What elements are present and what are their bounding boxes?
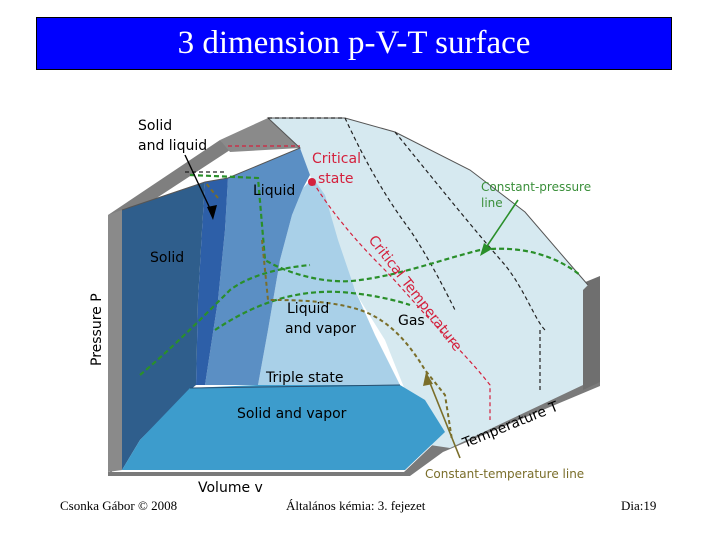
constant-pressure-arrow	[482, 199, 519, 253]
constant-pressure-line-mid	[214, 290, 411, 331]
solid-vapor-region	[122, 385, 445, 470]
critical-temperature-dashed	[312, 181, 491, 420]
label-constant-pressure-2: line	[481, 196, 503, 210]
gas-region	[268, 118, 588, 448]
label-pressure-axis: Pressure P	[89, 293, 105, 366]
constant-temperature-line	[204, 181, 453, 441]
label-gas: Gas	[398, 313, 425, 329]
isotherm-line-1	[344, 117, 456, 311]
bottom-wall	[108, 372, 600, 476]
left-wall	[108, 210, 122, 472]
constant-temperature-arrowhead	[423, 372, 433, 386]
footer-slide-number: Dia:19	[621, 498, 657, 513]
solid-liquid-region	[196, 178, 228, 385]
label-solid: Solid	[150, 250, 184, 266]
label-volume-axis: Volume v	[198, 480, 263, 496]
triple-line	[189, 384, 401, 389]
solid-liquid-arrow	[184, 154, 214, 216]
label-solid-and-vapor: Solid and vapor	[237, 406, 347, 422]
label-solid-and-liquid-2: and liquid	[138, 138, 207, 154]
label-constant-temperature: Constant-temperature line	[425, 467, 584, 481]
constant-pressure-line-lower	[139, 263, 311, 376]
title-bar: 3 dimension p-V-T surface	[36, 17, 672, 70]
isotherm-line-2	[394, 131, 546, 331]
solid-liquid-arrowhead	[207, 205, 217, 220]
label-liquid: Liquid	[253, 183, 295, 199]
label-liquid-and-vapor-2: and vapor	[285, 321, 356, 337]
critical-point	[308, 178, 316, 186]
label-solid-and-liquid-1: Solid	[138, 118, 172, 134]
liquid-region	[205, 148, 310, 385]
constant-temperature-arrow	[427, 377, 461, 459]
label-critical-1: Critical	[312, 151, 361, 167]
label-liquid-and-vapor-1: Liquid	[287, 301, 329, 317]
label-critical-2: state	[318, 171, 353, 187]
slide-title: 3 dimension p-V-T surface	[177, 25, 531, 61]
footer-course: Általános kémia: 3. fejezet	[286, 498, 426, 513]
right-wall	[583, 276, 600, 390]
constant-pressure-arrowhead	[480, 243, 492, 256]
constant-pressure-line-upper	[189, 173, 581, 283]
solid-region	[122, 182, 205, 470]
label-triple-state: Triple state	[265, 370, 343, 386]
label-constant-pressure-1: Constant-pressure	[481, 180, 591, 194]
footer-author: Csonka Gábor © 2008	[60, 498, 178, 513]
